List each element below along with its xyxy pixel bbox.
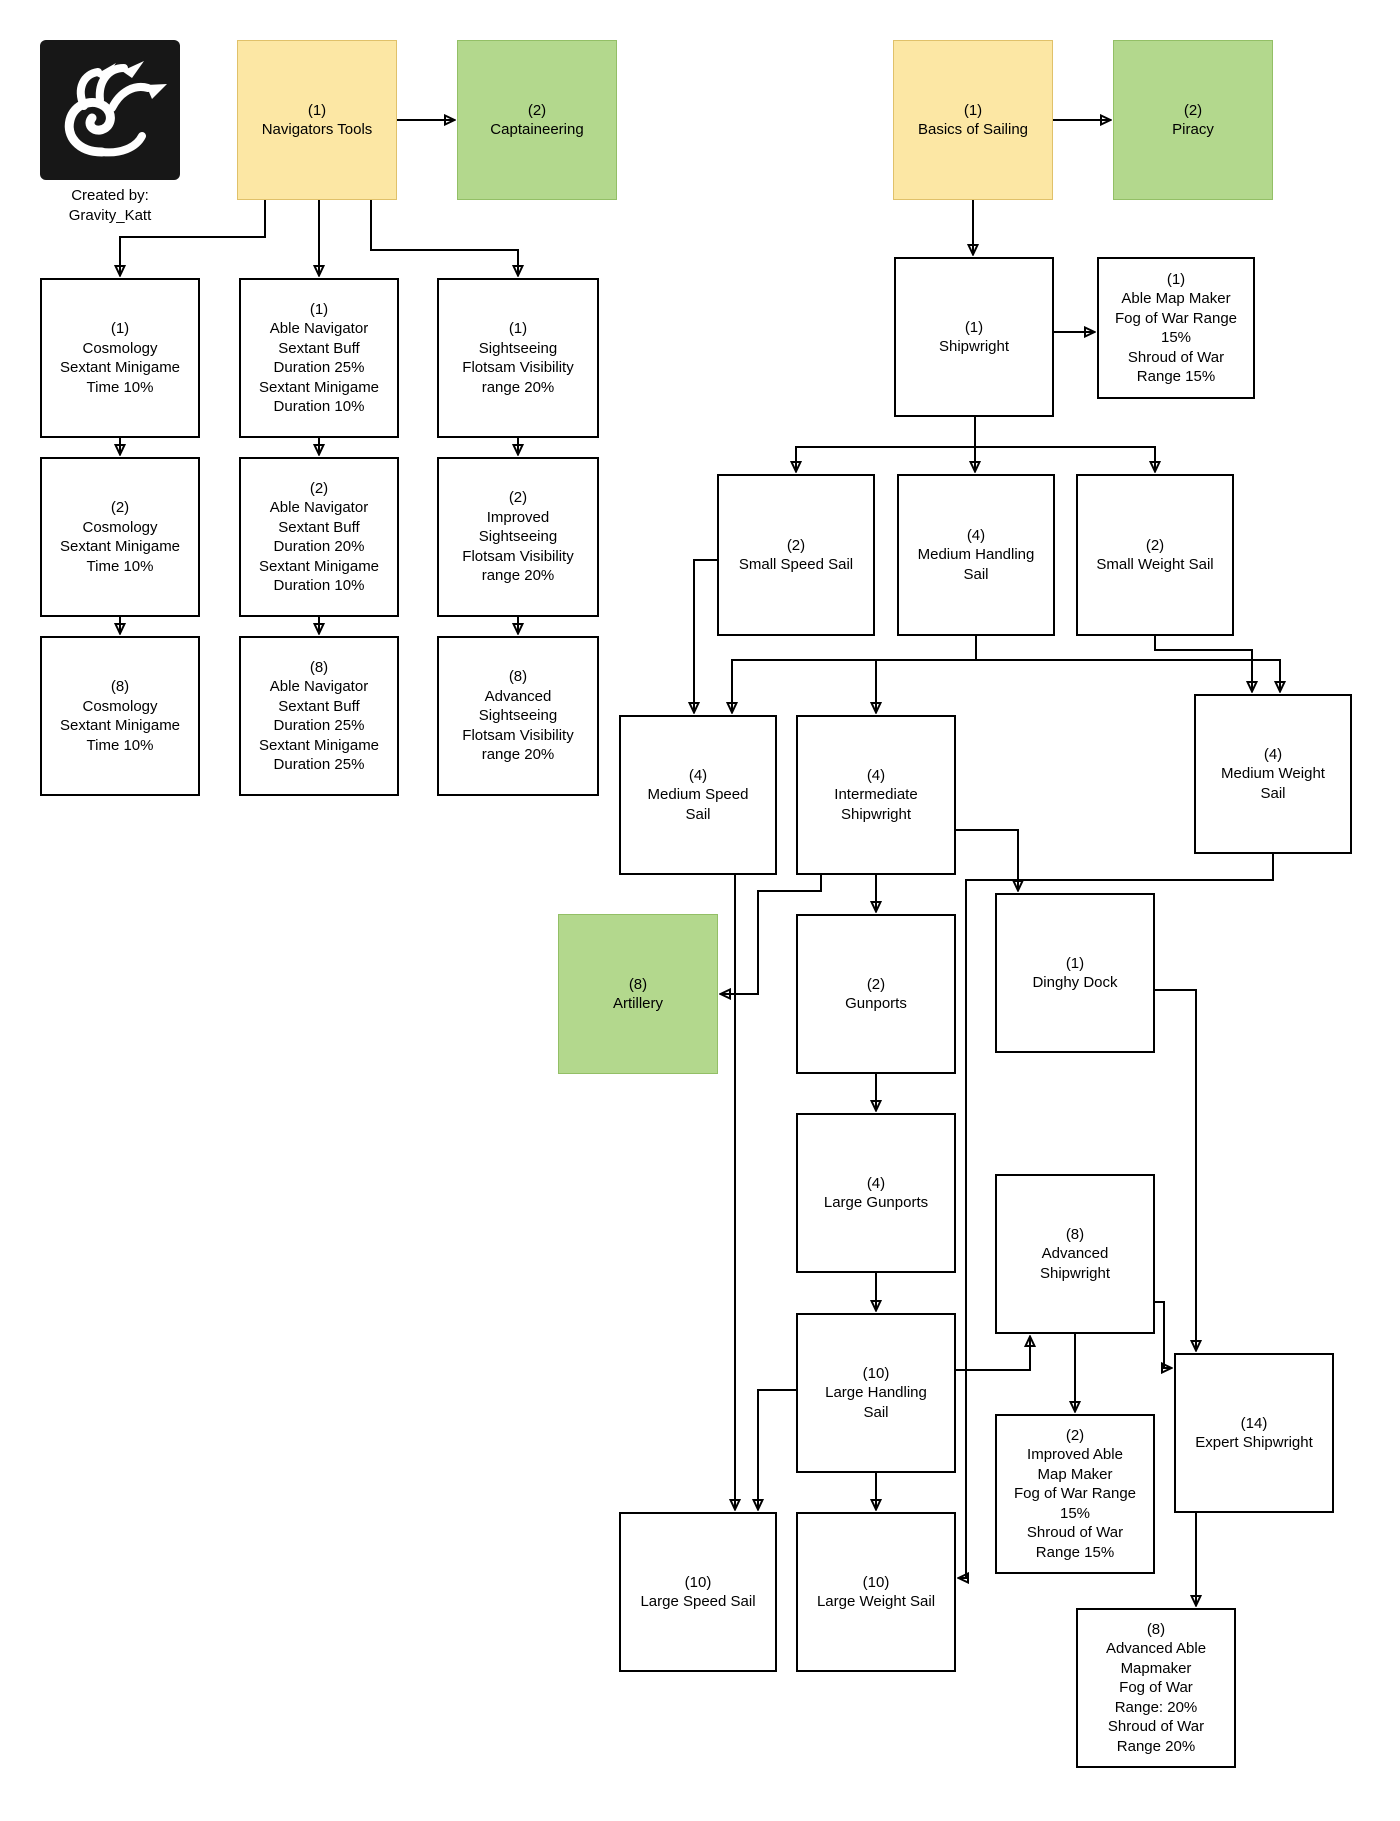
node-advanced-able-mapmaker: (8) Advanced Able Mapmaker Fog of War Ra… bbox=[1076, 1608, 1236, 1768]
node-sightseeing-1: (1) Sightseeing Flotsam Visibility range… bbox=[437, 278, 599, 438]
edge-navtools-sightseeing bbox=[370, 200, 518, 275]
node-label: (1) Shipwright bbox=[938, 318, 1010, 356]
node-label: (14) Expert Shipwright bbox=[1195, 1414, 1313, 1452]
edge-mediumhandling-mediumweight bbox=[975, 636, 1280, 691]
node-label: (1) Navigators Tools bbox=[261, 101, 373, 139]
node-able-navigator-2: (2) Able Navigator Sextant Buff Duration… bbox=[239, 457, 399, 617]
edge-shipwright-smallspeed bbox=[796, 417, 976, 471]
node-label: (8) Advanced Able Mapmaker Fog of War Ra… bbox=[1105, 1620, 1207, 1755]
node-label: (10) Large Handling Sail bbox=[825, 1364, 927, 1421]
node-shipwright: (1) Shipwright bbox=[894, 257, 1054, 417]
node-captaineering: (2) Captaineering bbox=[457, 40, 617, 200]
node-gunports: (2) Gunports bbox=[796, 914, 956, 1074]
node-label: (10) Large Weight Sail bbox=[816, 1573, 936, 1611]
edge-shipwright-smallweight bbox=[974, 417, 1155, 471]
node-large-handling-sail: (10) Large Handling Sail bbox=[796, 1313, 956, 1473]
node-label: (8) Advanced Sightseeing Flotsam Visibil… bbox=[462, 668, 574, 764]
node-label: (1) Basics of Sailing bbox=[917, 101, 1029, 139]
node-label: (2) Small Weight Sail bbox=[1096, 536, 1214, 574]
node-able-navigator-3: (8) Able Navigator Sextant Buff Duration… bbox=[239, 636, 399, 796]
node-large-gunports: (4) Large Gunports bbox=[796, 1113, 956, 1273]
credit-text: Created by: Gravity_Katt bbox=[68, 187, 152, 224]
node-label: (2) Improved Able Map Maker Fog of War R… bbox=[1014, 1426, 1136, 1561]
node-large-weight-sail: (10) Large Weight Sail bbox=[796, 1512, 956, 1672]
hydra-logo-image bbox=[40, 40, 180, 180]
node-label: (1) Dinghy Dock bbox=[1032, 954, 1118, 992]
node-medium-weight-sail: (4) Medium Weight Sail bbox=[1194, 694, 1352, 854]
edge-mediumweight-largeweight bbox=[959, 854, 1274, 1578]
edge-intermediate-artillery bbox=[721, 875, 822, 994]
node-label: (1) Able Navigator Sextant Buff Duration… bbox=[258, 300, 380, 416]
node-medium-speed-sail: (4) Medium Speed Sail bbox=[619, 715, 777, 875]
node-medium-handling-sail: (4) Medium Handling Sail bbox=[897, 474, 1055, 636]
node-piracy: (2) Piracy bbox=[1113, 40, 1273, 200]
node-able-map-maker: (1) Able Map Maker Fog of War Range 15% … bbox=[1097, 257, 1255, 399]
node-label: (4) Intermediate Shipwright bbox=[834, 766, 918, 823]
node-intermediate-shipwright: (4) Intermediate Shipwright bbox=[796, 715, 956, 875]
edge-smallweight-mediumweight bbox=[1154, 636, 1252, 691]
node-small-speed-sail: (2) Small Speed Sail bbox=[717, 474, 875, 636]
node-label: (8) Able Navigator Sextant Buff Duration… bbox=[258, 658, 380, 774]
node-large-speed-sail: (10) Large Speed Sail bbox=[619, 1512, 777, 1672]
edge-largehandling-advshipwright bbox=[956, 1337, 1030, 1371]
edge-mediumhandling-mediumspeed bbox=[732, 636, 977, 712]
node-label: (8) Artillery bbox=[612, 975, 663, 1013]
node-basics-of-sailing: (1) Basics of Sailing bbox=[893, 40, 1053, 200]
node-label: (2) Small Speed Sail bbox=[738, 536, 854, 574]
node-label: (8) Advanced Shipwright bbox=[1039, 1225, 1111, 1282]
node-expert-shipwright: (14) Expert Shipwright bbox=[1174, 1353, 1334, 1513]
edge-navtools-cosmology bbox=[120, 200, 266, 275]
node-label: (8) Cosmology Sextant Minigame Time 10% bbox=[59, 678, 181, 754]
node-cosmology-3: (8) Cosmology Sextant Minigame Time 10% bbox=[40, 636, 200, 796]
node-label: (1) Cosmology Sextant Minigame Time 10% bbox=[59, 320, 181, 396]
node-advanced-shipwright: (8) Advanced Shipwright bbox=[995, 1174, 1155, 1334]
node-label: (2) Piracy bbox=[1172, 101, 1214, 139]
node-navigators-tools: (1) Navigators Tools bbox=[237, 40, 397, 200]
node-label: (2) Cosmology Sextant Minigame Time 10% bbox=[59, 499, 181, 575]
node-sightseeing-2: (2) Improved Sightseeing Flotsam Visibil… bbox=[437, 457, 599, 617]
node-cosmology-2: (2) Cosmology Sextant Minigame Time 10% bbox=[40, 457, 200, 617]
node-label: (4) Medium Weight Sail bbox=[1221, 745, 1325, 802]
node-label: (2) Improved Sightseeing Flotsam Visibil… bbox=[462, 489, 574, 585]
edge-smallspeed-mediumspeed bbox=[694, 559, 717, 712]
node-artillery: (8) Artillery bbox=[558, 914, 718, 1074]
node-label: (2) Able Navigator Sextant Buff Duration… bbox=[258, 479, 380, 595]
node-cosmology-1: (1) Cosmology Sextant Minigame Time 10% bbox=[40, 278, 200, 438]
node-label: (10) Large Speed Sail bbox=[640, 1573, 756, 1611]
node-label: (4) Medium Handling Sail bbox=[917, 526, 1035, 583]
node-label: (1) Able Map Maker Fog of War Range 15% … bbox=[1115, 270, 1237, 386]
node-able-navigator-1: (1) Able Navigator Sextant Buff Duration… bbox=[239, 278, 399, 438]
edge-largehandling-largespeed bbox=[758, 1389, 796, 1509]
node-label: (4) Large Gunports bbox=[823, 1174, 929, 1212]
node-label: (4) Medium Speed Sail bbox=[647, 766, 749, 823]
node-label: (2) Captaineering bbox=[490, 101, 584, 139]
node-sightseeing-3: (8) Advanced Sightseeing Flotsam Visibil… bbox=[437, 636, 599, 796]
node-label: (1) Sightseeing Flotsam Visibility range… bbox=[462, 320, 574, 396]
edge-advshipwright-expert bbox=[1155, 1301, 1171, 1368]
edge-dinghy-expert bbox=[1155, 989, 1196, 1350]
node-improved-able-map-maker: (2) Improved Able Map Maker Fog of War R… bbox=[995, 1414, 1155, 1574]
node-small-weight-sail: (2) Small Weight Sail bbox=[1076, 474, 1234, 636]
edge-mediumhandling-intermediate bbox=[876, 636, 977, 712]
node-label: (2) Gunports bbox=[845, 975, 907, 1013]
edge-intermediate-dinghy bbox=[956, 829, 1018, 890]
node-dinghy-dock: (1) Dinghy Dock bbox=[995, 893, 1155, 1053]
